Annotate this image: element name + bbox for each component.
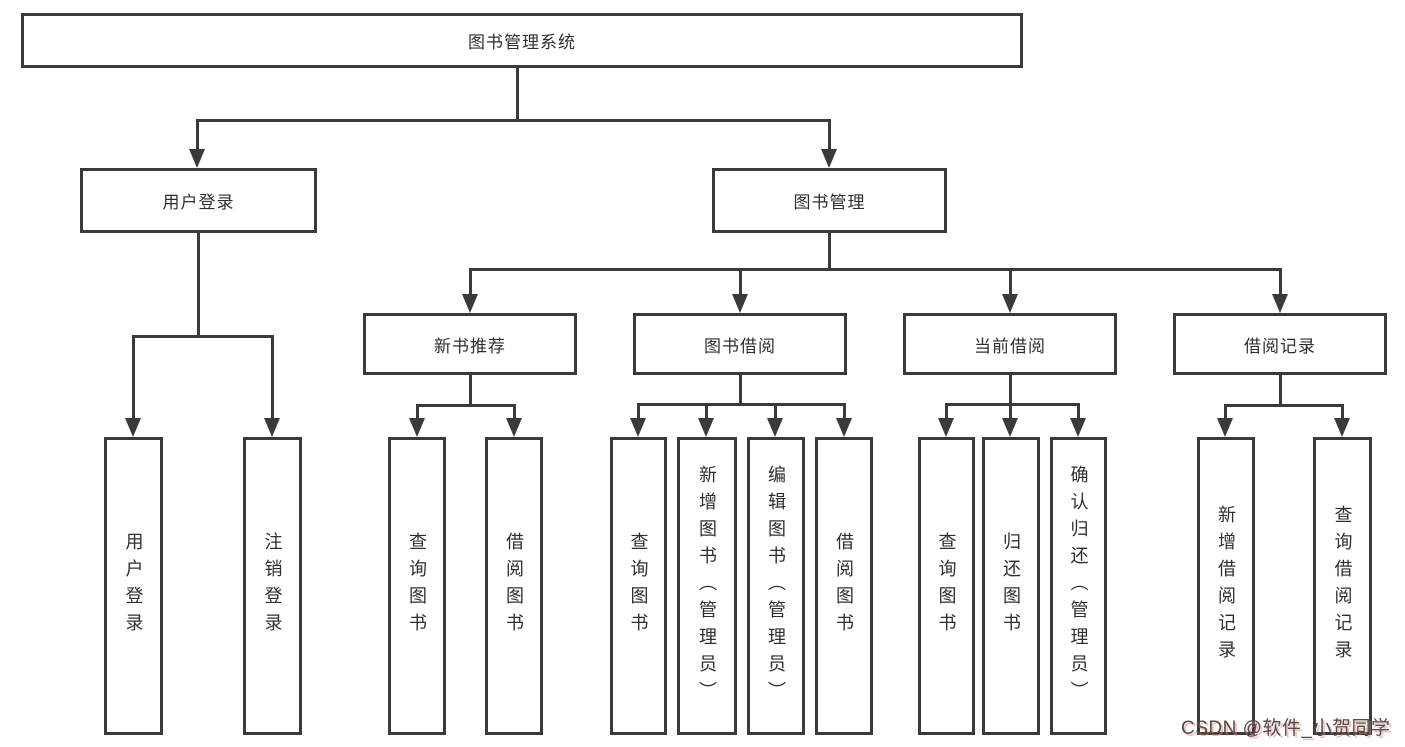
connector-root-stub — [516, 68, 519, 121]
arrow-down-icon — [938, 418, 954, 437]
node-book-borrowing: 图书借阅 — [633, 313, 847, 375]
connector-drop — [271, 335, 274, 419]
arrow-down-icon — [1334, 418, 1350, 437]
leaf-query-books-current: 查询图书 — [918, 437, 975, 735]
connector-drop — [1009, 403, 1012, 419]
leaf-query-books-borrowing: 查询图书 — [610, 437, 667, 735]
leaf-user-login: 用户登录 — [104, 437, 163, 735]
leaf-borrow-books: 借阅图书 — [815, 437, 873, 735]
node-library-management-system: 图书管理系统 — [21, 13, 1023, 68]
connector-drop — [828, 119, 831, 151]
connector-drop — [1009, 268, 1012, 296]
connector-drop — [739, 268, 742, 296]
connector-drop — [774, 403, 777, 419]
arrow-down-icon — [732, 294, 748, 313]
connector-drop — [705, 403, 708, 419]
connector-bookmgmt-stub — [828, 233, 831, 270]
node-current-borrowing: 当前借阅 — [903, 313, 1117, 375]
leaf-logout: 注销登录 — [243, 437, 302, 735]
arrow-down-icon — [264, 418, 280, 437]
connector-userlogin-stub — [197, 233, 200, 337]
connector-drop — [1224, 404, 1227, 419]
arrow-down-icon — [698, 418, 714, 437]
node-borrowing-records: 借阅记录 — [1173, 313, 1387, 375]
connector-newbook-bar — [416, 404, 516, 407]
connector-drop — [1077, 403, 1080, 419]
node-user-login: 用户登录 — [80, 168, 317, 233]
connector-current-bar — [945, 403, 1080, 406]
arrow-down-icon — [630, 418, 646, 437]
arrow-down-icon — [189, 149, 205, 168]
arrow-down-icon — [1217, 418, 1233, 437]
connector-newbook-stub — [469, 375, 472, 406]
connector-root-bar — [196, 119, 831, 122]
connector-current-stub — [1009, 375, 1012, 405]
connector-records-bar — [1224, 404, 1343, 407]
arrow-down-icon — [1002, 418, 1018, 437]
leaf-query-books-recommend: 查询图书 — [388, 437, 446, 735]
connector-borrowing-stub — [739, 375, 742, 405]
node-new-book-recommendation: 新书推荐 — [363, 313, 577, 375]
connector-bookmgmt-bar — [469, 268, 1282, 271]
connector-drop — [637, 403, 640, 419]
leaf-borrow-books-recommend: 借阅图书 — [485, 437, 543, 735]
arrow-down-icon — [821, 149, 837, 168]
leaf-edit-books-admin: 编辑图书（管理员） — [747, 437, 805, 735]
node-book-management: 图书管理 — [712, 168, 947, 233]
arrow-down-icon — [836, 418, 852, 437]
arrow-down-icon — [767, 418, 783, 437]
connector-drop — [843, 403, 846, 419]
connector-drop — [1341, 404, 1344, 419]
connector-drop — [513, 404, 516, 419]
connector-drop — [945, 403, 948, 419]
csdn-watermark: CSDN @软件_小贺同学 — [1181, 718, 1391, 739]
arrow-down-icon — [506, 418, 522, 437]
connector-drop — [416, 404, 419, 419]
connector-drop — [469, 268, 472, 296]
arrow-down-icon — [1002, 294, 1018, 313]
connector-borrowing-bar — [637, 403, 846, 406]
leaf-query-borrow-record: 查询借阅记录 — [1313, 437, 1372, 735]
connector-drop — [132, 335, 135, 419]
connector-records-stub — [1279, 375, 1282, 406]
connector-drop — [196, 119, 199, 151]
leaf-return-books: 归还图书 — [982, 437, 1040, 735]
arrow-down-icon — [462, 294, 478, 313]
leaf-add-borrow-record: 新增借阅记录 — [1197, 437, 1255, 735]
connector-userlogin-bar — [132, 335, 274, 338]
arrow-down-icon — [1070, 418, 1086, 437]
leaf-confirm-return-admin: 确认归还（管理员） — [1050, 437, 1107, 735]
arrow-down-icon — [409, 418, 425, 437]
arrow-down-icon — [1272, 294, 1288, 313]
connector-drop — [1279, 268, 1282, 296]
leaf-add-books-admin: 新增图书（管理员） — [677, 437, 737, 735]
arrow-down-icon — [125, 418, 141, 437]
